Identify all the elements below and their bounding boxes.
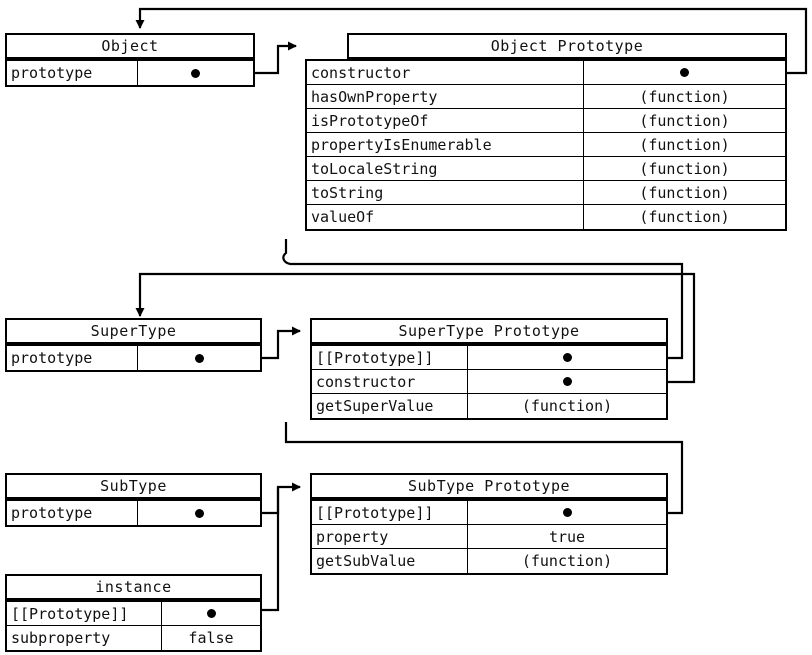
subproto-row-property-value: true [548, 527, 586, 546]
subtype-prototype-table: [[Prototype]] property true getSubValue … [310, 499, 668, 575]
pointer-dot-icon [194, 353, 204, 363]
superproto-row-prototype-key: [[Prototype]] [312, 346, 468, 369]
objproto-row-tolocalestring-value: (function) [639, 159, 730, 178]
object-header: Object [5, 33, 255, 59]
supertype-table: prototype [5, 344, 262, 372]
pointer-dot-icon [562, 377, 572, 386]
objproto-row-valueof-value: (function) [639, 208, 730, 226]
object-header-label: Object [101, 37, 159, 55]
objproto-row-hasownproperty-key: hasOwnProperty [307, 85, 584, 108]
table-row: [[Prototype]] [7, 602, 260, 626]
table-row: prototype [7, 346, 260, 370]
object-prototype-header-label: Object Prototype [490, 37, 644, 55]
superproto-row-constructor-value [468, 370, 666, 393]
table-row: isPrototypeOf (function) [307, 109, 785, 133]
instance-row-prototype-key: [[Prototype]] [7, 602, 162, 625]
wire-superproto-prototype-hop [282, 239, 291, 266]
table-row: getSuperValue (function) [312, 394, 666, 418]
pointer-dot-icon [562, 508, 572, 517]
table-row: [[Prototype]] [312, 501, 666, 525]
subtype-prototype-header: SubType Prototype [310, 473, 668, 499]
instance-row-prototype-value [162, 602, 260, 625]
table-row: hasOwnProperty (function) [307, 85, 785, 109]
subtype-prototype-header-label: SubType Prototype [407, 477, 571, 495]
instance-table: [[Prototype]] subproperty false [5, 600, 262, 652]
supertype-row-prototype-value [138, 346, 260, 370]
subproto-row-getsubvalue-value: (function) [521, 552, 613, 570]
objproto-row-isprototypeof-value: (function) [639, 111, 730, 130]
pointer-dot-icon [191, 68, 200, 78]
object-prototype-header: Object Prototype [347, 33, 787, 59]
instance-header-label: instance [95, 578, 172, 596]
pointer-dot-icon [194, 508, 204, 518]
table-row: constructor [312, 370, 666, 394]
pointer-dot-icon [562, 353, 572, 362]
object-row-prototype-value [138, 61, 253, 85]
subtype-row-prototype-value [138, 501, 260, 525]
objproto-row-tostring-value: (function) [639, 183, 730, 202]
objproto-row-constructor-value [584, 61, 785, 84]
subtype-header: SubType [5, 473, 262, 499]
superproto-row-getsupervalue-value: (function) [521, 397, 613, 415]
object-table: prototype [5, 59, 255, 87]
table-row: valueOf (function) [307, 205, 785, 229]
objproto-row-tostring-key: toString [307, 181, 584, 204]
subproto-row-prototype-value [468, 501, 666, 524]
table-row: toString (function) [307, 181, 785, 205]
supertype-prototype-header: SuperType Prototype [310, 318, 668, 344]
instance-header: instance [5, 574, 262, 600]
table-row: subproperty false [7, 626, 260, 650]
superproto-row-constructor-key: constructor [312, 370, 468, 393]
objproto-row-isprototypeof-key: isPrototypeOf [307, 109, 584, 132]
objproto-row-propertyisenumerable-value: (function) [639, 135, 730, 154]
table-row: propertyIsEnumerable (function) [307, 133, 785, 157]
table-row: [[Prototype]] [312, 346, 666, 370]
object-row-prototype-key: prototype [7, 61, 138, 85]
instance-row-subproperty-value: false [188, 629, 234, 647]
table-row: prototype [7, 61, 253, 85]
objproto-row-constructor-key: constructor [307, 61, 584, 84]
supertype-prototype-table: [[Prototype]] constructor getSuperValue … [310, 344, 668, 420]
subtype-table: prototype [5, 499, 262, 527]
supertype-header: SuperType [5, 318, 262, 344]
subproto-row-property-key: property [312, 525, 468, 548]
supertype-row-prototype-key: prototype [7, 346, 138, 370]
subproto-row-prototype-key: [[Prototype]] [312, 501, 468, 524]
table-row: getSubValue (function) [312, 549, 666, 573]
table-row: property true [312, 525, 666, 549]
object-prototype-table: constructor hasOwnProperty (function) is… [305, 59, 787, 231]
pointer-dot-icon [206, 609, 216, 618]
pointer-dot-icon [680, 68, 689, 77]
table-row: constructor [307, 61, 785, 85]
objproto-row-tolocalestring-key: toLocaleString [307, 157, 584, 180]
supertype-prototype-header-label: SuperType Prototype [398, 322, 580, 340]
table-row: prototype [7, 501, 260, 525]
instance-row-subproperty-key: subproperty [7, 626, 162, 650]
objproto-row-valueof-key: valueOf [307, 205, 584, 229]
table-row: toLocaleString (function) [307, 157, 785, 181]
subproto-row-getsubvalue-key: getSubValue [312, 549, 468, 573]
subtype-row-prototype-key: prototype [7, 501, 138, 525]
superproto-row-prototype-value [468, 346, 666, 369]
supertype-header-label: SuperType [90, 322, 177, 340]
subtype-header-label: SubType [100, 477, 167, 495]
superproto-row-getsupervalue-key: getSuperValue [312, 394, 468, 418]
objproto-row-propertyisenumerable-key: propertyIsEnumerable [307, 133, 584, 156]
objproto-row-hasownproperty-value: (function) [639, 87, 730, 106]
